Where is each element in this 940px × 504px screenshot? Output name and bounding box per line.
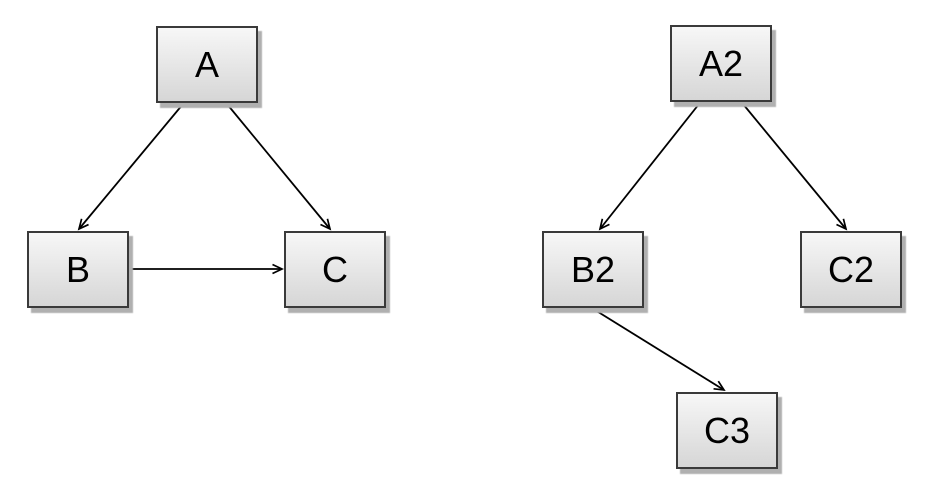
edge-a-to-b[interactable] (77, 103, 184, 231)
node-c3-label: C3 (703, 409, 751, 451)
node-b[interactable]: B (27, 231, 129, 308)
edge-a2-to-b2[interactable] (598, 103, 700, 231)
node-c2-label: C2 (827, 248, 875, 290)
edge-b2-to-c3[interactable] (594, 309, 726, 392)
node-b2-label: B2 (570, 248, 616, 290)
node-b2[interactable]: B2 (542, 231, 644, 308)
node-c2[interactable]: C2 (800, 231, 902, 308)
edge-a2-to-c2[interactable] (742, 103, 848, 231)
node-a2-label: A2 (698, 42, 744, 84)
node-c-label: C (322, 248, 348, 290)
node-c3[interactable]: C3 (676, 392, 778, 469)
edge-a-to-c[interactable] (226, 103, 332, 231)
node-c[interactable]: C (284, 231, 386, 308)
node-b-label: B (65, 248, 90, 290)
node-a2[interactable]: A2 (670, 25, 772, 102)
node-a[interactable]: A (156, 26, 258, 103)
node-a-label: A (194, 43, 219, 85)
